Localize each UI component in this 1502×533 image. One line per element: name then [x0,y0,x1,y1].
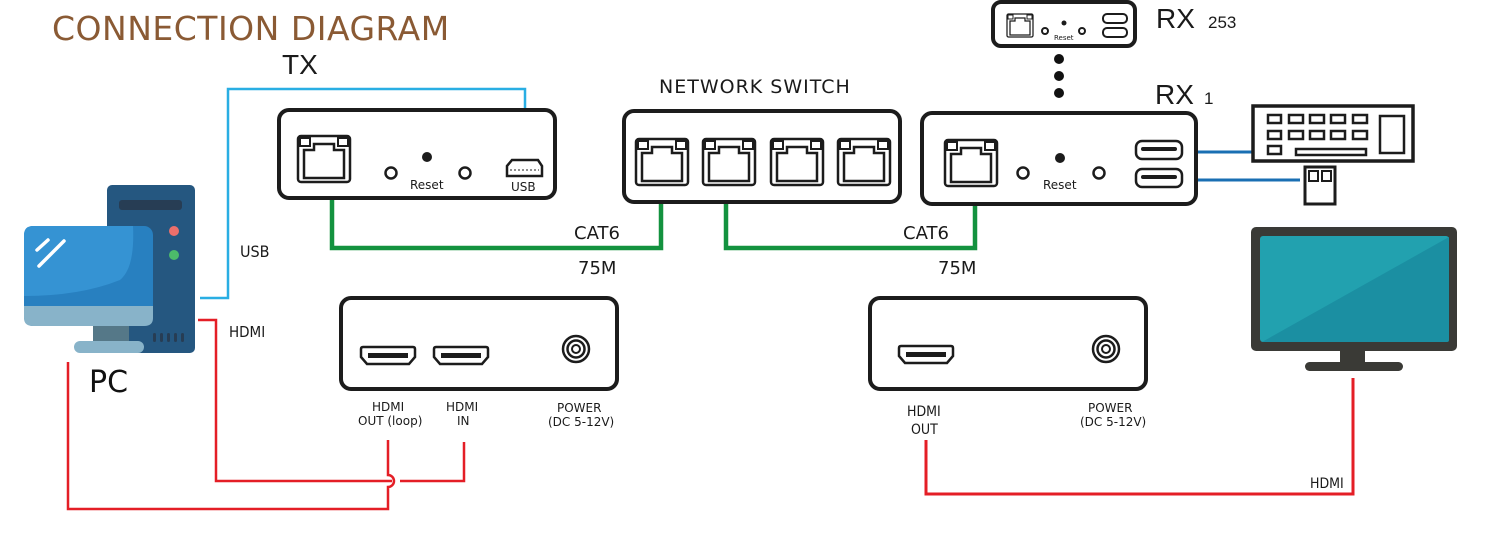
tx-reset-button [422,152,432,162]
rx253-label: RX [1156,3,1195,34]
rx1-power-label-1: POWER [1088,401,1132,415]
switch-port-3-icon [769,137,825,187]
tx-hdmi-in-label-1: HDMI [446,400,478,414]
rx1-back-panel [868,296,1148,391]
monitor-icon [1251,227,1457,371]
rx253-reset-label: Reset [1054,34,1074,42]
tx-hdmi-in-port-icon [432,345,490,366]
tx-front-panel: Reset USB [277,108,557,200]
switch-label: NETWORK SWITCH [659,76,851,98]
cable-label-hdmi-pc: HDMI [229,323,265,341]
hdmi-cable-rx-display [924,378,1355,496]
diagram-title: CONNECTION DIAGRAM [52,9,450,48]
cat6-cable-tx-switch [329,188,664,251]
cable-label-usb: USB [240,242,270,261]
pc-icon [24,185,195,353]
switch-port-1-icon [634,137,690,187]
tx-power-jack-icon [561,334,591,364]
rx1-power-label-2: (DC 5-12V) [1080,415,1146,429]
tx-hdmi-in-label-2: IN [457,414,470,428]
rx1-usb-port-2-icon [1134,167,1184,189]
rx1-power-jack-icon [1091,334,1121,364]
tx-led-icon-2 [458,166,472,180]
ellipsis-dot [1054,54,1064,64]
tx-usb-label: USB [511,180,536,194]
cable-type-switch-rx: CAT6 [903,223,949,244]
rx1-label: RX [1155,79,1194,110]
cable-label-hdmi-rx: HDMI [1310,476,1344,492]
keyboard-icon [1251,104,1415,163]
hdmi-cable-pc-tx-in-end [376,442,466,483]
cable-length-switch-rx: 75M [938,258,976,279]
switch-port-4-icon [836,137,892,187]
rx1-front-panel: Reset [920,111,1198,206]
cat6-cable-switch-rx [723,188,978,251]
tx-reset-label: Reset [410,178,444,192]
rx1-usb-port-1-icon [1134,139,1184,161]
tx-back-panel [339,296,619,391]
hdmi-cable-pc-tx-in [198,318,376,483]
tx-ethernet-port-icon [296,134,352,184]
rx1-hdmi-out-port-icon [897,344,955,365]
tx-power-label-1: POWER [557,401,601,415]
ellipsis-dot [1054,88,1064,98]
rx1-reset-button [1055,153,1065,163]
network-switch [622,109,902,204]
rx253-index: 253 [1208,13,1236,32]
cable-type-tx-switch: CAT6 [574,223,620,244]
tx-hdmi-out-port-icon [359,345,417,366]
mouse-icon [1303,165,1337,206]
tx-hdmi-out-label-1: HDMI [372,400,404,414]
rx1-index: 1 [1204,89,1213,108]
tx-usb-port-icon [505,158,544,178]
rx1-ethernet-port-icon [943,138,999,188]
cable-length-tx-switch: 75M [578,258,616,279]
rx1-hdmi-out-label-2: OUT [911,422,938,438]
tx-power-label-2: (DC 5-12V) [548,415,614,429]
rx1-reset-label: Reset [1043,178,1077,192]
hdmi-cable-loop-out [66,362,396,511]
pc-label: PC [89,365,128,400]
rx253-front-panel: Reset [991,0,1137,48]
tx-led-icon [384,166,398,180]
rx253-ethernet-port-icon [1006,13,1034,38]
rx1-hdmi-out-label-1: HDMI [907,404,941,420]
tx-label: TX [282,49,318,80]
tx-hdmi-out-label-2: OUT (loop) [358,414,422,428]
switch-port-2-icon [701,137,757,187]
ellipsis-dot [1054,71,1064,81]
